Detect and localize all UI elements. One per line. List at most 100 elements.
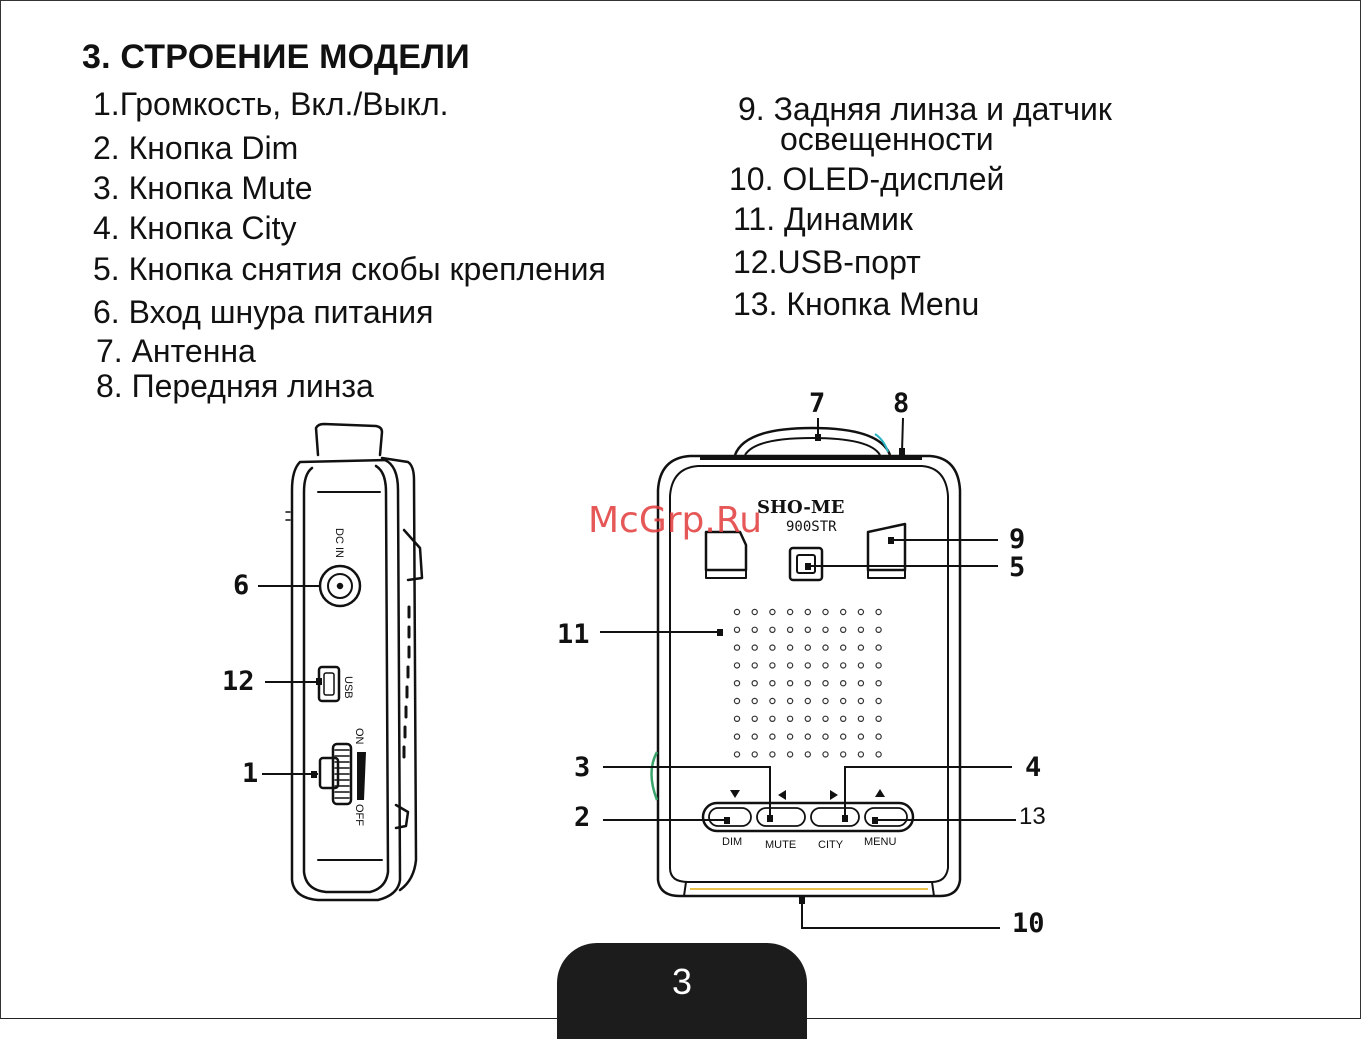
- grille-hole: [822, 733, 829, 740]
- grille-hole: [751, 608, 758, 616]
- grille-hole: [822, 680, 829, 687]
- grille-hole: [804, 733, 812, 740]
- grille-hole: [822, 697, 829, 705]
- grille-hole: [857, 751, 865, 758]
- grille-hole: [875, 626, 882, 634]
- grille-hole: [751, 733, 758, 740]
- grille-hole: [822, 608, 829, 616]
- grille-hole: [804, 626, 812, 634]
- grille-hole: [857, 680, 865, 687]
- part-item-1: 1.Громкость, Вкл./Выкл.: [93, 86, 449, 122]
- grille-hole: [857, 608, 865, 616]
- grille-hole: [786, 644, 794, 651]
- callout-8: 8: [893, 388, 909, 419]
- volume-level-indicator: [357, 752, 366, 800]
- grille-hole: [840, 662, 847, 669]
- part-item-5: 5. Кнопка снятия скобы крепления: [93, 251, 606, 287]
- callout-6: 6: [233, 570, 249, 601]
- callout-2: 2: [574, 802, 590, 833]
- part-item-11: 11. Динамик: [733, 201, 913, 237]
- part-item-9: 9. Задняя линза и датчик: [738, 91, 1112, 127]
- grille-hole: [769, 697, 776, 705]
- grille-hole: [733, 751, 741, 758]
- grille-hole: [769, 662, 776, 669]
- grille-hole: [804, 644, 812, 651]
- callout-3: 3: [574, 752, 590, 783]
- grille-hole: [840, 751, 847, 758]
- grille-hole: [875, 733, 882, 740]
- menu-label: MENU: [864, 836, 896, 848]
- grille-hole: [804, 662, 812, 669]
- on-label: ON: [353, 728, 365, 745]
- grille-hole: [840, 715, 847, 723]
- page-title: 3. СТРОЕНИЕ МОДЕЛИ: [82, 38, 470, 76]
- grille-hole: [733, 608, 741, 616]
- grille-hole: [751, 697, 758, 705]
- grille-hole: [733, 662, 741, 669]
- grille-hole: [804, 715, 812, 723]
- part-item-12: 12.USB-порт: [733, 244, 921, 280]
- part-item-13: 13. Кнопка Menu: [733, 286, 980, 322]
- model-label: 900STR: [786, 519, 837, 535]
- grille-hole: [751, 680, 758, 687]
- grille-hole: [786, 733, 794, 740]
- grille-hole: [769, 644, 776, 651]
- grille-hole: [733, 733, 741, 740]
- grille-hole: [822, 751, 829, 758]
- part-item-7: 7. Антенна: [96, 333, 256, 369]
- grille-hole: [804, 608, 812, 616]
- grille-hole: [786, 751, 794, 758]
- grille-hole: [769, 626, 776, 634]
- grille-hole: [857, 626, 865, 634]
- callout-13: 13: [1019, 803, 1046, 830]
- grille-hole: [822, 715, 829, 723]
- grille-hole: [857, 715, 865, 723]
- mute-label: MUTE: [765, 839, 796, 851]
- grille-hole: [857, 644, 865, 651]
- grille-hole: [751, 715, 758, 723]
- grille-hole: [857, 733, 865, 740]
- grille-hole: [840, 733, 847, 740]
- button-arrows: [730, 789, 885, 800]
- grille-hole: [733, 697, 741, 705]
- part-item-2: 2. Кнопка Dim: [93, 130, 299, 166]
- grille-hole: [751, 644, 758, 651]
- part-item-8: 8. Передняя линза: [96, 368, 374, 404]
- grille-hole: [804, 680, 812, 687]
- grille-hole: [804, 697, 812, 705]
- part-item-9-continued: освещенности: [780, 121, 994, 157]
- grille-hole: [875, 680, 882, 687]
- watermark: McGrp.Ru: [588, 500, 763, 541]
- grille-hole: [733, 680, 741, 687]
- grille-hole: [786, 715, 794, 723]
- grille-hole: [822, 644, 829, 651]
- grille-hole: [804, 751, 812, 758]
- callout-10: 10: [1012, 908, 1045, 939]
- part-item-4: 4. Кнопка City: [93, 210, 297, 246]
- grille-hole: [786, 608, 794, 616]
- grille-hole: [733, 626, 741, 634]
- grille-hole: [786, 680, 794, 687]
- grille-hole: [822, 662, 829, 669]
- dc-in-label: DC IN: [333, 528, 345, 558]
- grille-hole: [786, 662, 794, 669]
- grille-hole: [875, 608, 882, 616]
- part-item-10: 10. OLED-дисплей: [729, 161, 1005, 197]
- grille-hole: [840, 680, 847, 687]
- grille-hole: [733, 644, 741, 651]
- grille-hole: [875, 697, 882, 705]
- off-label: OFF: [353, 804, 365, 826]
- grille-hole: [769, 733, 776, 740]
- grille-hole: [875, 715, 882, 723]
- callout-1: 1: [242, 758, 258, 789]
- grille-hole: [769, 751, 776, 758]
- grille-hole: [786, 697, 794, 705]
- speaker-grille: [733, 608, 882, 758]
- grille-hole: [840, 608, 847, 616]
- page-number: 3: [671, 961, 693, 1002]
- grille-hole: [822, 626, 829, 634]
- part-item-6: 6. Вход шнура питания: [93, 294, 434, 330]
- callout-11: 11: [557, 619, 590, 650]
- grille-hole: [751, 751, 758, 758]
